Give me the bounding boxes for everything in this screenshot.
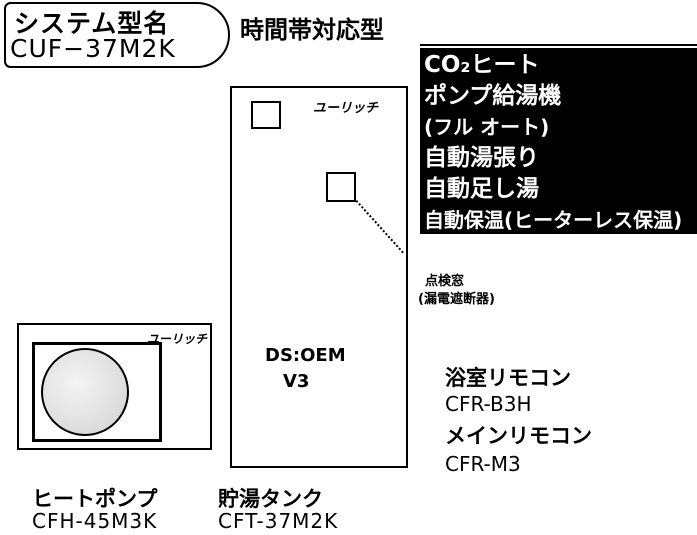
storage-tank (230, 86, 408, 468)
bath-remote-model: CFR-B3H (445, 392, 532, 416)
tank-window-upper (251, 101, 281, 129)
bath-remote-label: 浴室リモコン (445, 366, 571, 390)
feature-box: CO₂ヒート ポンプ給湯機 (フル オート) 自動湯張り 自動足し湯 自動保温(… (420, 46, 697, 234)
tank-label-line2: V3 (283, 371, 310, 392)
inspection-sublabel: (漏電遮断器) (418, 292, 495, 307)
system-type-label: 時間帯対応型 (240, 16, 384, 44)
feature-line: ポンプ給湯機 (424, 83, 562, 109)
feature-line: CO₂ヒート (424, 52, 540, 78)
tank-logo: ユーリッチ (313, 101, 379, 116)
fan-icon (41, 348, 129, 436)
inspection-window (326, 172, 356, 202)
heat-pump-grille-frame (32, 342, 162, 442)
feature-line: 自動足し湯 (424, 176, 539, 202)
tank-name: 貯湯タンク (218, 487, 323, 511)
system-model-value: CUF−37M2K (10, 34, 176, 63)
feature-box-topbar (420, 44, 697, 46)
heat-pump-name: ヒートポンプ (32, 487, 158, 511)
feature-line: (フル オート) (424, 115, 550, 139)
main-remote-model: CFR-M3 (445, 452, 521, 476)
heat-pump-unit (17, 323, 212, 450)
inspection-label: 点検窓 (425, 274, 465, 289)
feature-line: 自動保温(ヒーターレス保温) (424, 208, 683, 232)
system-model-label: システム型名 (14, 9, 170, 38)
system-model-badge (4, 2, 230, 68)
heat-pump-logo: ユーリッチ (147, 332, 208, 346)
tank-model: CFT-37M2K (218, 509, 339, 533)
feature-line: 自動湯張り (424, 145, 539, 171)
main-remote-label: メインリモコン (445, 424, 592, 448)
tank-label-line1: DS:OEM (265, 345, 346, 366)
heat-pump-model: CFH-45M3K (32, 509, 158, 533)
